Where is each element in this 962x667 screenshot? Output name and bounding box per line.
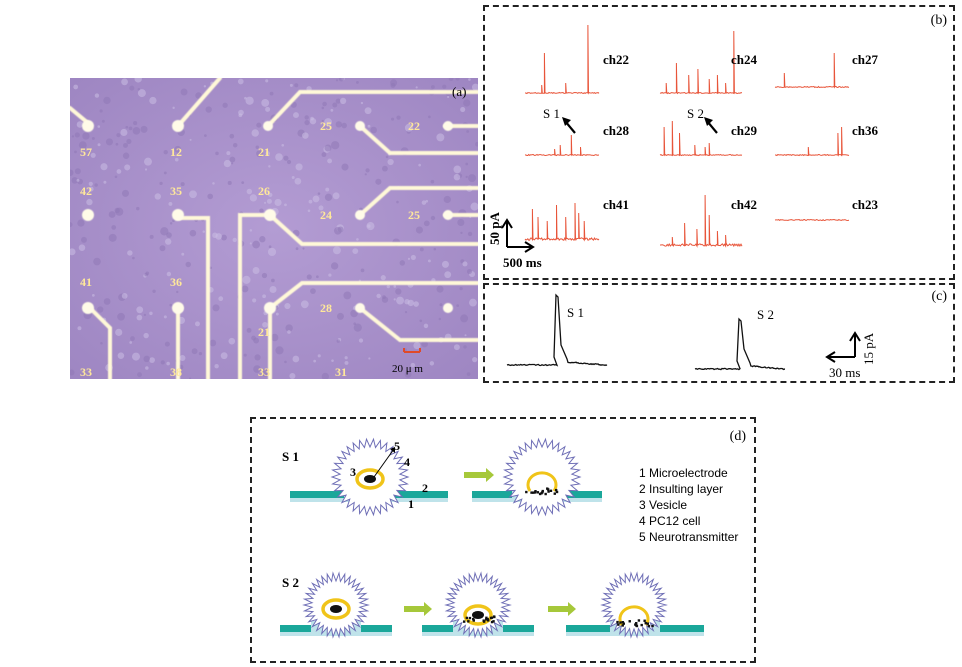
- electrode-number: 57: [80, 145, 92, 159]
- panel-label: (a): [452, 84, 466, 99]
- electrode-number: 36: [170, 275, 182, 289]
- channel-label: ch22: [603, 52, 629, 67]
- scale-bar-icon: [501, 218, 535, 253]
- schematic-panel: (d) S 1 S 2 1 Microelectrode 2 Insulting…: [250, 417, 756, 663]
- row-label-s2: S 2: [282, 575, 299, 590]
- scale-bar-label: 20 μ m: [392, 363, 423, 375]
- electrode-number: 24: [320, 208, 332, 222]
- legend-item: 2 Insulting layer: [639, 482, 724, 496]
- electrode-number: 33: [80, 365, 92, 379]
- legend-item: 5 Neurotransmitter: [639, 530, 739, 544]
- amperometric-trace: [524, 202, 600, 242]
- arrow-icon: [548, 602, 576, 616]
- panel-label: (c): [931, 289, 947, 304]
- spike-trace-s1: [506, 293, 608, 367]
- amperometric-trace: [774, 218, 850, 222]
- electrode-number: 25: [320, 119, 332, 133]
- label-neurotransmitter-number: 5: [394, 439, 400, 453]
- scale-y-label: 15 pA: [861, 332, 876, 365]
- legend-item: 3 Vesicle: [639, 498, 688, 512]
- amperometric-trace: [774, 52, 850, 89]
- vesicle: [526, 471, 558, 492]
- channel-label: ch42: [731, 197, 757, 212]
- electrode-number: 21: [258, 325, 270, 339]
- electrode-number: 25: [408, 208, 420, 222]
- electrode-number: 31: [335, 365, 347, 379]
- neurotransmitter: [364, 475, 376, 483]
- spike-marker-s1: S 1: [543, 106, 560, 121]
- spikes-plot: S 1 S 2 15 pA 30 ms: [506, 293, 876, 380]
- arrow-icon: [464, 468, 494, 482]
- spike-marker-s2: S 2: [687, 106, 704, 121]
- amperometric-trace: [524, 134, 600, 157]
- micrograph-panel: 25 22 57 12 21 42 35 26 24 25 41 36 21 2…: [70, 78, 478, 379]
- channel-label: ch36: [852, 123, 879, 138]
- schematic-drawing: 5 3 4 2 1: [280, 437, 704, 639]
- traces-panel: (b) ch22 ch24 ch27 ch28 ch29 ch36 ch41 c…: [483, 5, 955, 280]
- label-vesicle-number: 3: [350, 465, 356, 479]
- neurotransmitter: [472, 611, 484, 619]
- electrode-number: 42: [80, 184, 92, 198]
- electrode-number: 21: [258, 145, 270, 159]
- spike-trace-s2: [694, 317, 786, 371]
- label-insulator-number: 2: [422, 481, 428, 495]
- legend-item: 4 PC12 cell: [639, 514, 701, 528]
- panel-label: (d): [729, 429, 746, 444]
- electrode-number: 33: [258, 365, 270, 379]
- channel-label: ch24: [731, 52, 758, 67]
- spike-label-s1: S 1: [567, 305, 584, 320]
- channel-label: ch27: [852, 52, 879, 67]
- arrow-icon: [404, 602, 432, 616]
- vesicle: [618, 605, 650, 626]
- amperometric-trace: [660, 194, 743, 248]
- channel-label: ch41: [603, 197, 629, 212]
- panel-label: (b): [930, 13, 947, 28]
- amperometric-trace: [659, 120, 743, 157]
- electrode-number: 28: [320, 301, 332, 315]
- traces-plot: ch22 ch24 ch27 ch28 ch29 ch36 ch41 ch42 …: [487, 24, 879, 270]
- label-cell-number: 4: [404, 455, 410, 469]
- scale-bar-icon: [825, 331, 861, 363]
- amperometric-trace: [525, 24, 600, 95]
- channel-label: ch29: [731, 123, 758, 138]
- pc12-cell: [502, 437, 582, 517]
- amperometric-trace: [775, 126, 850, 157]
- electrode-number: 35: [170, 184, 182, 198]
- neurotransmitter: [330, 605, 342, 613]
- spikes-panel: (c) S 1 S 2 15 pA 30 ms: [483, 283, 955, 383]
- micrograph-image: 25 22 57 12 21 42 35 26 24 25 41 36 21 2…: [70, 78, 478, 379]
- electrode-number: 12: [170, 145, 182, 159]
- channel-label: ch28: [603, 123, 630, 138]
- electrode-number: 22: [408, 119, 420, 133]
- legend: 1 Microelectrode 2 Insulting layer 3 Ves…: [639, 465, 738, 545]
- electrode-number: 26: [258, 184, 270, 198]
- scale-x-label: 30 ms: [829, 365, 860, 380]
- legend-item: 1 Microelectrode: [639, 466, 728, 480]
- scale-y-label: 50 pA: [487, 212, 502, 245]
- channel-label: ch23: [852, 197, 879, 212]
- label-electrode-number: 1: [408, 497, 414, 511]
- scale-x-label: 500 ms: [503, 255, 542, 270]
- spike-label-s2: S 2: [757, 307, 774, 322]
- electrode-number: 38: [170, 365, 182, 379]
- row-label-s1: S 1: [282, 449, 299, 464]
- electrode-number: 41: [80, 275, 92, 289]
- amperometric-trace: [659, 30, 743, 95]
